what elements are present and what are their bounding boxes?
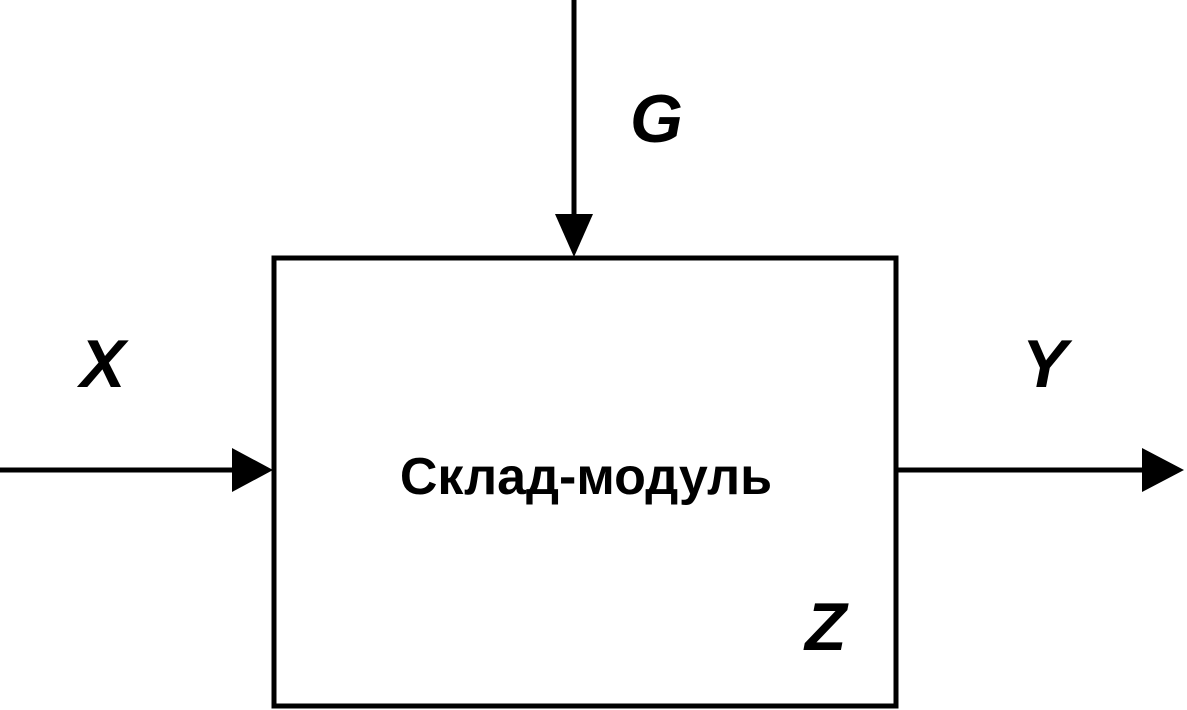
output-label: Y [1022,326,1073,402]
control-label: G [630,81,683,157]
output-arrow [898,448,1184,492]
input-arrow [0,448,273,492]
module-block [271,255,899,709]
control-arrow [555,0,593,257]
state-label: Z [803,589,849,665]
block-title: Склад-модуль [400,448,772,506]
input-label: X [76,326,129,402]
